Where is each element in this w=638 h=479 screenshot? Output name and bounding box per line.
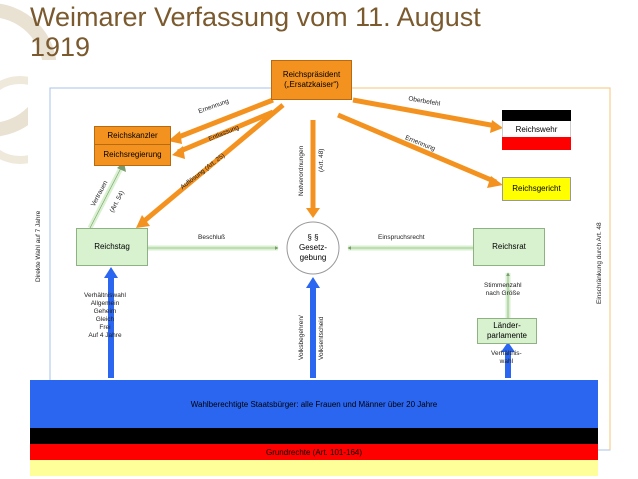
constitution-diagram: Reichspräsident („Ersatzkaiser“) Reichsk… [28, 60, 612, 479]
arrow-ernennung [175, 97, 274, 141]
label-einspruchsrecht: Einspruchsrecht [378, 234, 425, 241]
gesetzgebung-label: § § Gesetz- gebung [298, 233, 327, 262]
reichskanzler-box: Reichskanzler [94, 126, 171, 144]
label-volksentscheid: Volksentscheid [318, 316, 325, 360]
label-stimmenzahl: Stimmenzahl nach Größe [484, 282, 522, 297]
arrow-ernennung-gericht [337, 112, 497, 185]
arrow-oberbefehl [352, 97, 497, 129]
slide-title: Weimarer Verfassung vom 11. August 1919 [30, 2, 481, 62]
reichsrat-label: Reichsrat [492, 242, 526, 251]
gesetzgebung-box: § § Gesetz- gebung [290, 228, 336, 268]
label-verhaeltniswahl: Verhältnis- wahl [491, 350, 522, 365]
reichspraesident-label: Reichspräsident („Ersatzkaiser“) [282, 70, 341, 89]
gesetzgebung-circle [286, 221, 340, 275]
reichstag-box: Reichstag [76, 228, 148, 266]
reichsrat-box: Reichsrat [473, 228, 545, 266]
reichsregierung-box: Reichsregierung [94, 144, 171, 166]
label-wahlrecht: Verhältniswahl Allgemein Geheim Gleich F… [84, 292, 126, 339]
label-beschluss: Beschluß [198, 234, 226, 241]
reichsregierung-label: Reichsregierung [103, 150, 162, 159]
laenderparlamente-box: Länder- parlamente [477, 318, 537, 344]
label-art48: (Art. 48) [318, 148, 325, 172]
laenderparlamente-label: Länder- parlamente [486, 321, 528, 340]
reichswehr-flag: Reichswehr [502, 110, 571, 150]
reichswehr-label: Reichswehr [502, 121, 571, 137]
flag-black-band [30, 428, 598, 444]
label-notverordnungen: Notverordnungen [298, 145, 305, 196]
arrow-entlassung [177, 109, 274, 155]
grundrechte-label: Grundrechte (Art. 101-164) [265, 447, 363, 457]
label-direkte-wahl: Direkte Wahl auf 7 Jahre [35, 210, 42, 282]
flag-gold-band [30, 460, 598, 476]
label-volksbegehren: Volksbegehren/ [298, 315, 305, 360]
reichstag-label: Reichstag [94, 242, 130, 251]
label-einschraenkung: Einschränkung durch Art. 48 [596, 222, 603, 304]
reichspraesident-box: Reichspräsident („Ersatzkaiser“) [271, 60, 352, 100]
reichskanzler-label: Reichskanzler [107, 130, 158, 140]
arrow-aufloesung [141, 103, 285, 224]
grundrechte-band: Grundrechte (Art. 101-164) [30, 444, 598, 460]
reichsgericht-label: Reichsgericht [512, 184, 561, 193]
wahlberechtigte-band: Wahlberechtigte Staatsbürger: alle Fraue… [30, 380, 598, 428]
reichsgericht-box: Reichsgericht [502, 177, 571, 201]
wahlberechtigte-label: Wahlberechtigte Staatsbürger: alle Fraue… [190, 399, 438, 409]
